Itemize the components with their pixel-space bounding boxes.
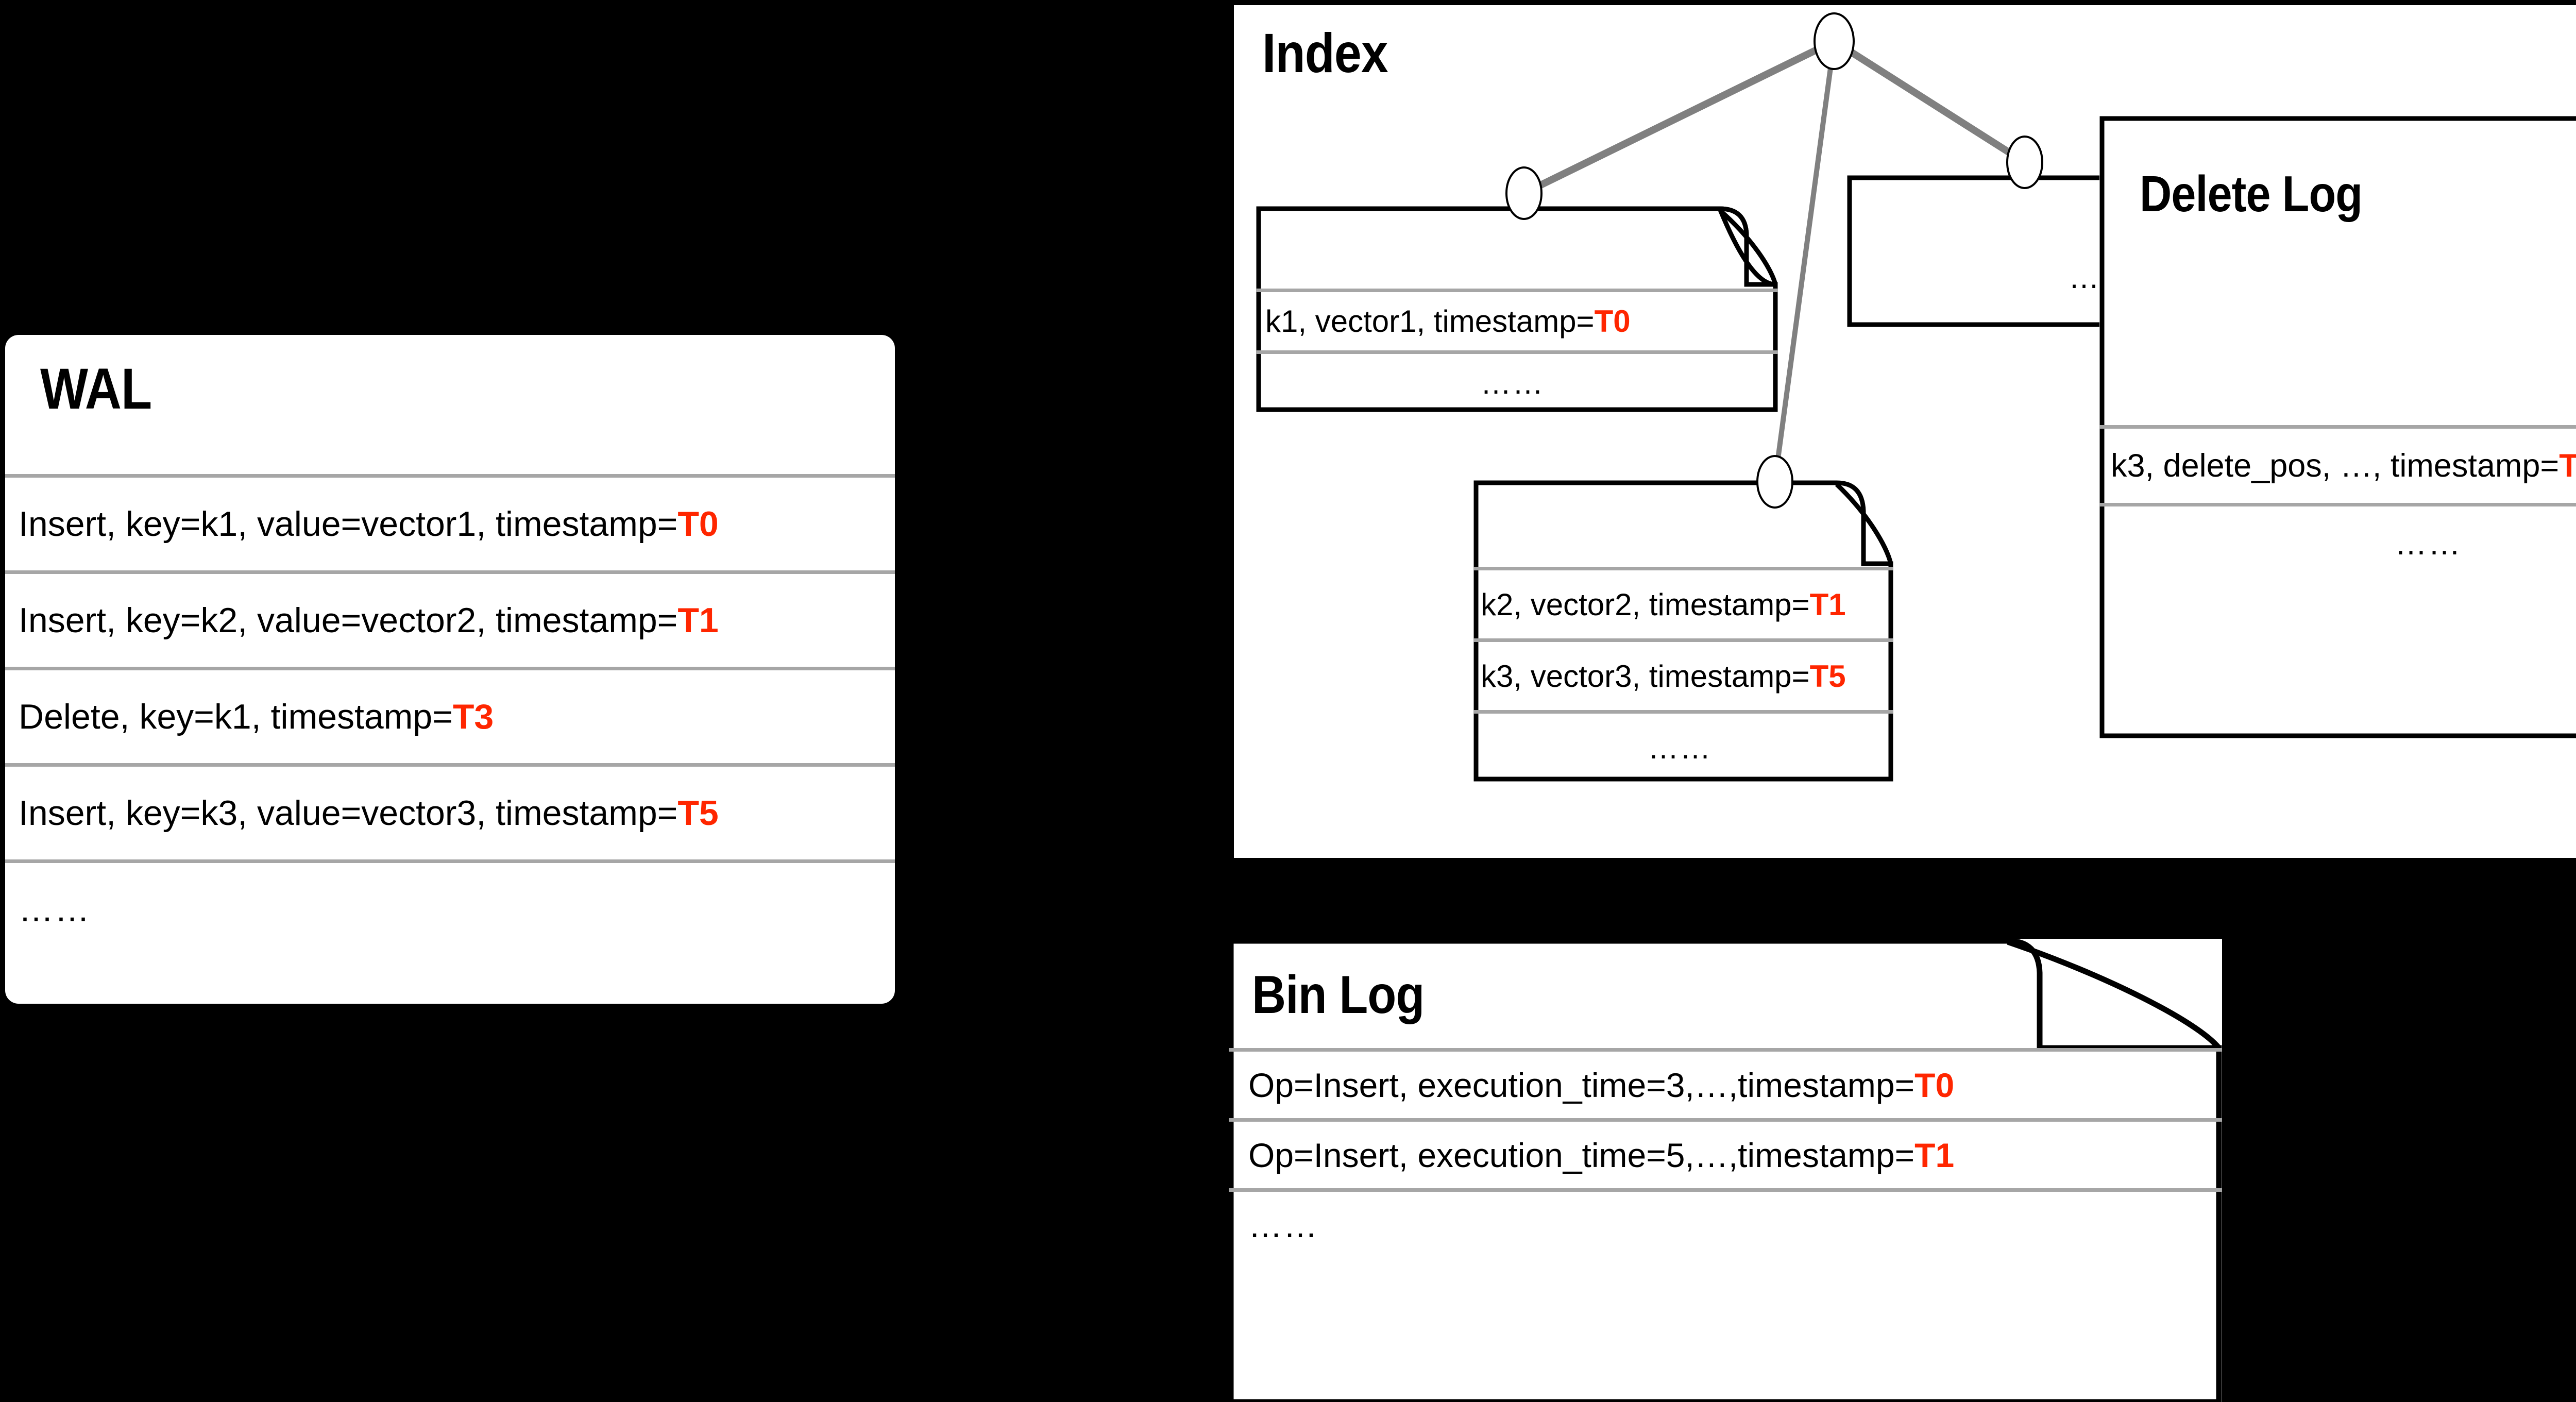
- log-entry-text: Insert, key=k3, value=vector3, timestamp…: [19, 793, 678, 833]
- log-entry-text: ……: [1248, 1206, 1318, 1244]
- card-row-list: k3, delete_pos, …, timestamp=T3 ……: [2099, 425, 2576, 581]
- log-entry-text: ……: [1480, 366, 1545, 400]
- card-row-list: Op=Insert, execution_time=3,…,timestamp=…: [1229, 1048, 2222, 1258]
- log-entry-row: ……: [2099, 503, 2576, 581]
- log-entry-text: Op=Insert, execution_time=3,…,timestamp=: [1248, 1066, 1915, 1104]
- log-entry-row: Insert, key=k2, value=vector2, timestamp…: [5, 570, 895, 667]
- timestamp-value: T1: [1914, 1136, 1955, 1174]
- log-entry-text: k3, vector3, timestamp=: [1481, 658, 1810, 694]
- timestamp-value: T1: [1809, 587, 1846, 622]
- wal-title: WAL: [40, 357, 152, 421]
- timestamp-value: T0: [1594, 304, 1631, 339]
- log-entry-text: Delete, key=k1, timestamp=: [19, 697, 453, 736]
- timestamp-value: T5: [677, 793, 719, 833]
- bin-log-title: Bin Log: [1252, 965, 1425, 1025]
- wal-entry-list: Insert, key=k1, value=vector1, timestamp…: [5, 474, 895, 956]
- timestamp-value: T0: [677, 504, 719, 544]
- index-leaf-card-k1: k1, vector1, timestamp=T0 ……: [1256, 206, 1778, 412]
- log-entry-row: ……: [5, 859, 895, 956]
- log-entry-row: Insert, key=k1, value=vector1, timestamp…: [5, 474, 895, 570]
- log-entry-text: k3, delete_pos, …, timestamp=: [2111, 448, 2560, 484]
- log-entry-row: ……: [1473, 710, 1893, 782]
- log-entry-row: ……: [1256, 350, 1778, 412]
- log-entry-row: k1, vector1, timestamp=T0: [1256, 289, 1778, 350]
- timestamp-value: T0: [1914, 1066, 1955, 1104]
- timestamp-value: T3: [2559, 448, 2576, 484]
- log-entry-text: Op=Insert, execution_time=5,…,timestamp=: [1248, 1136, 1915, 1174]
- log-entry-row: k2, vector2, timestamp=T1: [1473, 567, 1893, 638]
- log-entry-row: k3, vector3, timestamp=T5: [1473, 638, 1893, 710]
- log-entry-text: ……: [1648, 730, 1712, 765]
- bin-log-card: Bin Log Op=Insert, execution_time=3,…,ti…: [1228, 938, 2222, 1402]
- wal-panel: WAL Insert, key=k1, value=vector1, times…: [5, 335, 895, 1004]
- log-entry-text: k1, vector1, timestamp=: [1265, 304, 1595, 339]
- log-entry-text: Insert, key=k2, value=vector2, timestamp…: [19, 601, 678, 640]
- log-entry-row: Delete, key=k1, timestamp=T3: [5, 667, 895, 763]
- timestamp-value: T1: [677, 601, 719, 640]
- delete-log-title: Delete Log: [2140, 165, 2363, 222]
- log-entry-row: Op=Insert, execution_time=5,…,timestamp=…: [1229, 1118, 2222, 1188]
- card-row-list: k1, vector1, timestamp=T0 ……: [1256, 289, 1778, 412]
- log-entry-row: ……: [1229, 1188, 2222, 1258]
- delete-log-card: Delete Log k3, delete_pos, …, timestamp=…: [2099, 116, 2576, 738]
- timestamp-value: T5: [1809, 658, 1846, 694]
- log-entry-row: Op=Insert, execution_time=3,…,timestamp=…: [1229, 1048, 2222, 1118]
- log-entry-row: Insert, key=k3, value=vector3, timestamp…: [5, 763, 895, 859]
- log-entry-row: k3, delete_pos, …, timestamp=T3: [2099, 425, 2576, 503]
- index-title: Index: [1262, 22, 1388, 84]
- index-panel: Index k1, vector1, timestamp=T0 …… ……: [1234, 5, 2576, 858]
- log-entry-text: ……: [2395, 526, 2462, 562]
- log-entry-text: ……: [19, 890, 91, 929]
- log-entry-text: Insert, key=k1, value=vector1, timestamp…: [19, 504, 678, 544]
- log-entry-text: k2, vector2, timestamp=: [1481, 587, 1810, 622]
- timestamp-value: T3: [452, 697, 494, 736]
